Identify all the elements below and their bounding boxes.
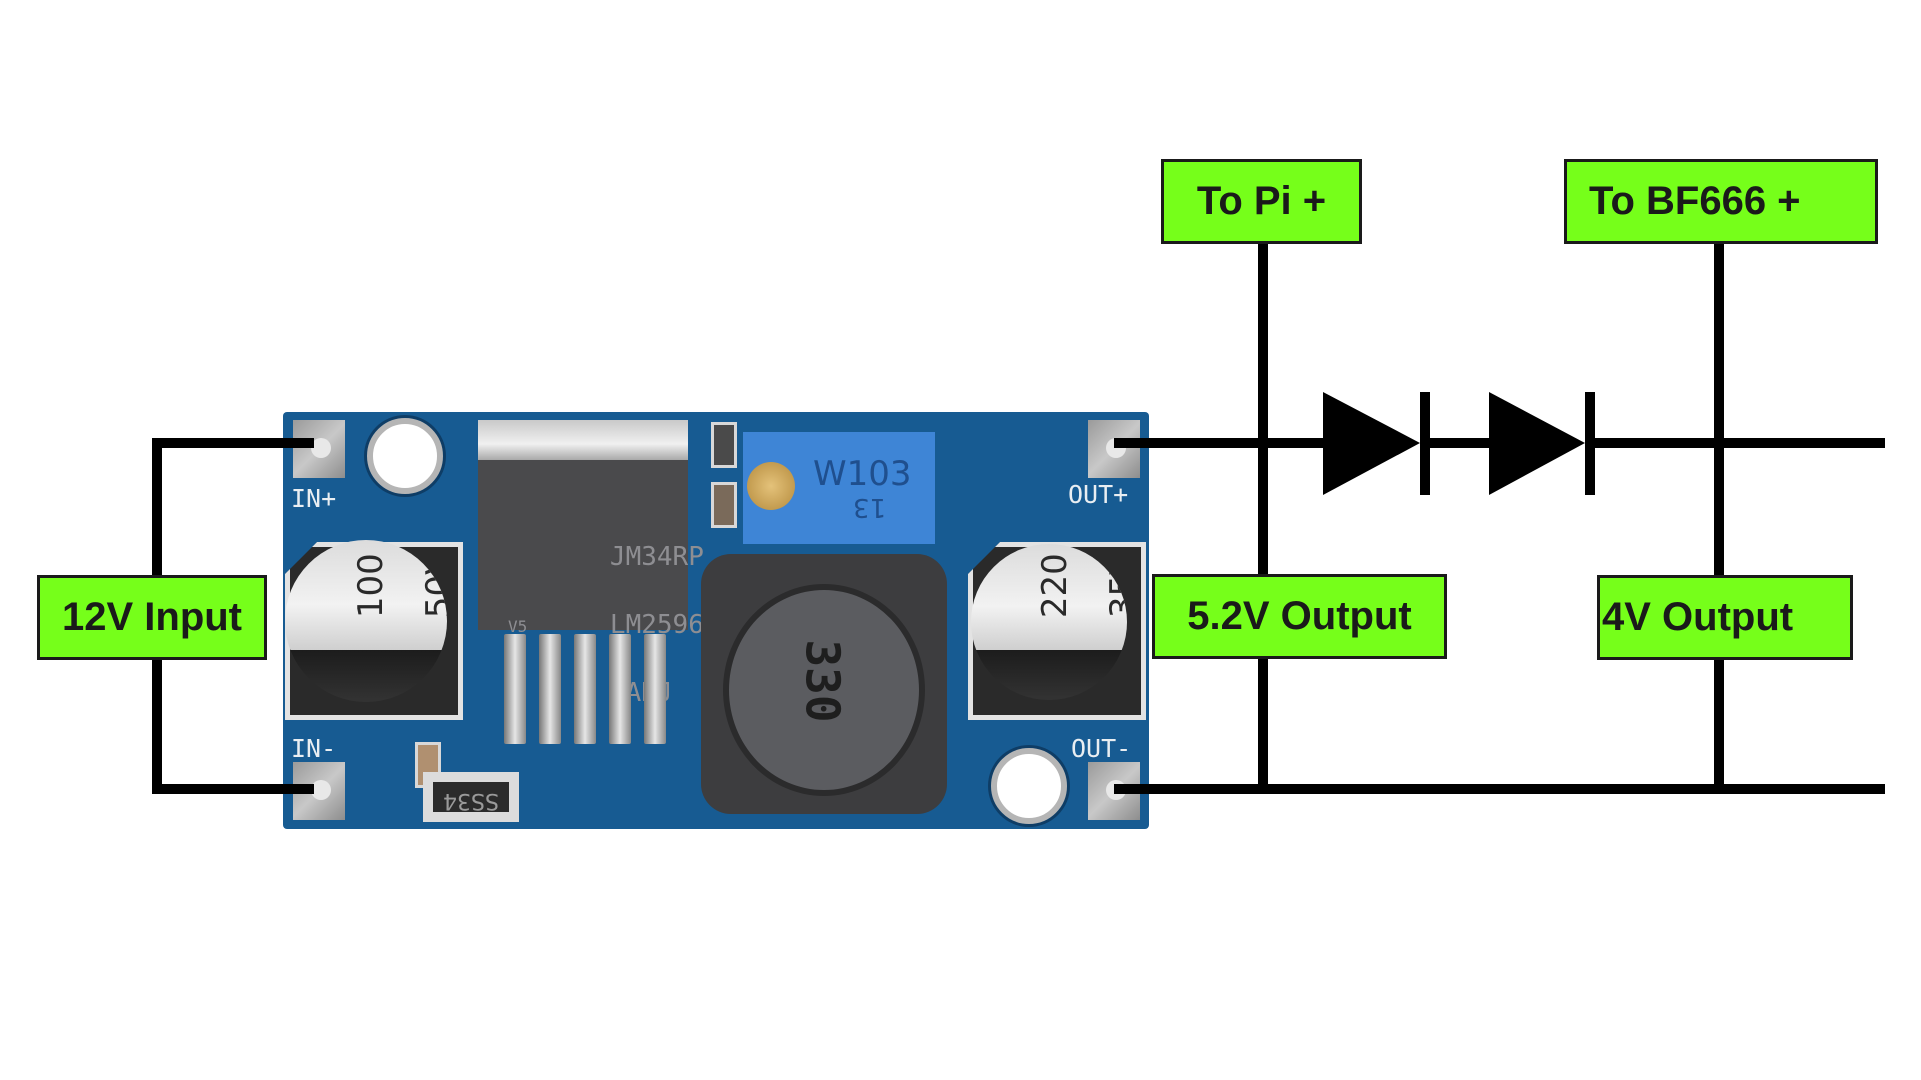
diode-link-wire xyxy=(1430,438,1490,448)
series-diodes xyxy=(1310,392,1595,495)
silk-in-minus: IN- xyxy=(291,734,337,763)
pi-tap-wire xyxy=(1258,240,1268,794)
diode-1 xyxy=(1323,392,1430,495)
in-plus-pad xyxy=(293,420,345,478)
mounting-hole xyxy=(991,748,1067,824)
diode-2-triangle xyxy=(1489,392,1585,495)
ic-line1: JM34RP xyxy=(609,542,704,572)
label-to-bf666: To BF666 + xyxy=(1564,159,1878,244)
smd-capacitor xyxy=(711,482,737,528)
input-cap-value: 100 xyxy=(351,553,391,619)
output-capacitor: 220 35V UT xyxy=(971,544,1127,700)
out-plus-pad xyxy=(1088,420,1140,478)
pot-adjust-screw xyxy=(747,462,795,510)
output-cap-voltage: 35V xyxy=(1103,551,1127,619)
diode-2-cathode-bar xyxy=(1585,392,1595,495)
label-4v-output: 4V Output xyxy=(1597,575,1853,660)
bf666-tap-wire xyxy=(1714,240,1724,794)
smd-resistor xyxy=(711,422,737,468)
output-cap-value: 220 xyxy=(1035,553,1075,619)
input-minus-wire xyxy=(152,784,314,794)
input-plus-wire xyxy=(152,438,314,448)
inductor-marking: 330 xyxy=(795,639,850,723)
output-ground-rail xyxy=(1114,784,1885,794)
label-5v2-output: 5.2V Output xyxy=(1152,574,1447,659)
regulator-heat-tab xyxy=(478,420,688,460)
silk-in-plus: IN+ xyxy=(291,484,337,513)
ic-mark: V5 xyxy=(508,617,528,636)
diode-2 xyxy=(1489,392,1595,495)
trim-potentiometer: W103 13 xyxy=(743,432,935,544)
input-cap-voltage: 50V xyxy=(419,551,447,619)
inductor: 330 xyxy=(701,554,947,814)
label-12v-input: 12V Input xyxy=(37,575,267,660)
silk-out-plus: OUT+ xyxy=(1068,480,1129,509)
lm2596-buck-converter-board: IN+ IN- OUT+ OUT- 100 50V UT JM34RP LM25… xyxy=(283,412,1149,829)
diode-1-cathode-bar xyxy=(1420,392,1430,495)
pot-sub: 13 xyxy=(853,492,887,522)
diode-marking: SS34 xyxy=(443,788,499,813)
lm2596-regulator-ic: JM34RP LM2596S -ADJ P+ V5 xyxy=(478,460,735,708)
schottky-diode: SS34 xyxy=(423,772,519,822)
mounting-hole xyxy=(367,418,443,494)
diode-1-triangle xyxy=(1323,392,1420,495)
silk-out-minus: OUT- xyxy=(1071,734,1132,763)
label-to-pi: To Pi + xyxy=(1161,159,1362,244)
pot-code: W103 xyxy=(813,454,912,494)
input-capacitor: 100 50V UT xyxy=(285,540,447,702)
